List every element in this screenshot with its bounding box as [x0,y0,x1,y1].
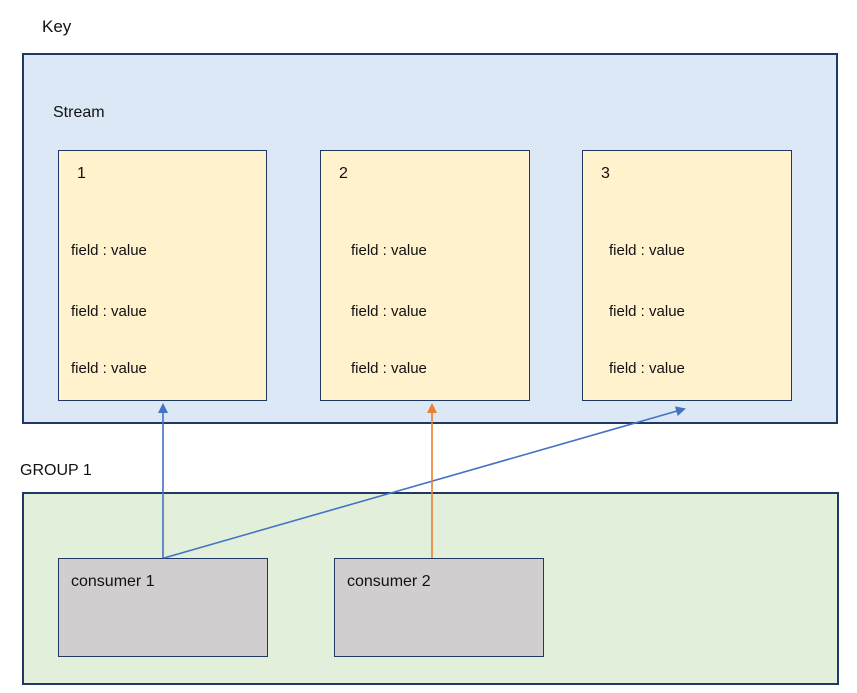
stream-entry-2: 2 field : value field : value field : va… [320,150,530,401]
entry-3-field-3: field : value [609,360,685,377]
stream-label: Stream [53,104,105,121]
entry-2-field-3: field : value [351,360,427,377]
consumer-2-box: consumer 2 [334,558,544,657]
entry-3-field-2: field : value [609,303,685,320]
entry-3-id: 3 [601,165,610,182]
entry-1-field-2: field : value [71,303,147,320]
entry-2-id: 2 [339,165,348,182]
entry-1-field-3: field : value [71,360,147,377]
entry-1-field-1: field : value [71,242,147,259]
consumer-1-box: consumer 1 [58,558,268,657]
entry-1-id: 1 [77,165,86,182]
entry-3-field-1: field : value [609,242,685,259]
stream-entry-3: 3 field : value field : value field : va… [582,150,792,401]
key-label: Key [42,17,72,36]
entry-2-field-2: field : value [351,303,427,320]
group-label: GROUP 1 [20,462,92,479]
stream-entry-1: 1 field : value field : value field : va… [58,150,267,401]
entry-2-field-1: field : value [351,242,427,259]
consumer-2-label: consumer 2 [347,573,431,590]
consumer-1-label: consumer 1 [71,573,155,590]
